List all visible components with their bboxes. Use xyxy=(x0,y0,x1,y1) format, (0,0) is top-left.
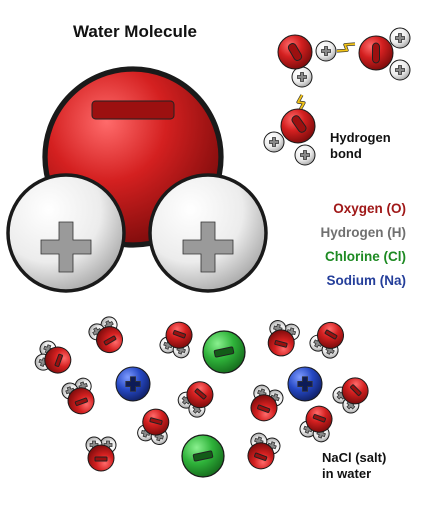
plus-icon xyxy=(297,72,307,82)
water-molecule xyxy=(88,316,123,354)
water-molecule xyxy=(137,408,170,445)
big-plus-icon-left xyxy=(40,221,92,273)
bonded-water-3 xyxy=(263,108,316,166)
salt-solution-group xyxy=(34,316,369,478)
legend-hydrogen: Hydrogen (H) xyxy=(320,225,407,240)
hydrogen-bond-spark xyxy=(297,94,305,111)
big-minus-icon xyxy=(91,100,175,120)
water-molecule xyxy=(332,377,369,414)
bonded-water-1 xyxy=(277,34,337,88)
minus-icon xyxy=(254,452,268,461)
sodium-ion xyxy=(115,366,151,402)
water-molecule xyxy=(159,321,193,359)
legend-oxygen: Oxygen (O) xyxy=(333,201,406,216)
hydrogen-bond-group xyxy=(263,27,411,166)
water-molecule xyxy=(177,381,214,418)
hydrogen-bond-label: Hydrogen bond xyxy=(330,130,391,161)
minus-icon xyxy=(257,404,271,413)
minus-icon xyxy=(74,397,88,406)
plus-icon xyxy=(395,65,405,75)
water-molecule xyxy=(267,320,300,357)
minus-icon xyxy=(287,43,303,61)
minus-icon xyxy=(172,330,186,339)
salt-solution-label: NaCl (salt) in water xyxy=(322,450,386,481)
salt-solution-label-line1: NaCl (salt) xyxy=(322,450,387,465)
minus-icon xyxy=(291,115,307,133)
water-molecule xyxy=(85,436,117,472)
minus-icon xyxy=(54,353,63,367)
plus-icon xyxy=(125,376,141,392)
chloride-ion xyxy=(202,330,246,374)
minus-icon xyxy=(324,329,338,340)
minus-icon xyxy=(194,388,207,400)
hydrogen-bond-label-line1: Hydrogen xyxy=(330,130,391,145)
large-water-molecule xyxy=(6,66,268,293)
legend-sodium: Sodium (Na) xyxy=(326,273,407,288)
sodium-ion xyxy=(287,366,323,402)
water-molecule xyxy=(299,405,333,443)
plus-icon xyxy=(321,46,331,56)
minus-icon xyxy=(372,42,380,64)
minus-icon xyxy=(312,414,326,423)
minus-icon xyxy=(274,340,288,348)
plus-icon xyxy=(300,150,310,160)
water-molecule xyxy=(61,377,95,415)
salt-solution-label-line2: in water xyxy=(322,465,372,481)
minus-icon xyxy=(213,346,235,358)
diagram-title: Water Molecule xyxy=(72,22,198,41)
hydrogen-bond-label-line2: bond xyxy=(330,145,362,161)
minus-icon xyxy=(149,417,163,425)
legend-chlorine: Chlorine (Cl) xyxy=(325,249,406,264)
minus-icon xyxy=(94,456,108,462)
plus-icon xyxy=(297,376,313,392)
plus-icon xyxy=(269,137,279,147)
big-plus-icon-right xyxy=(182,221,234,273)
water-molecule xyxy=(250,384,284,422)
minus-icon xyxy=(103,335,117,346)
chloride-ion xyxy=(181,434,225,478)
water-molecule xyxy=(34,340,72,374)
hydrogen-bond-spark xyxy=(336,43,356,52)
minus-icon xyxy=(350,384,362,396)
plus-icon xyxy=(395,33,405,43)
bonded-water-2 xyxy=(358,27,411,81)
water-molecule xyxy=(247,432,281,470)
water-molecule xyxy=(309,321,344,359)
minus-icon xyxy=(192,450,214,462)
